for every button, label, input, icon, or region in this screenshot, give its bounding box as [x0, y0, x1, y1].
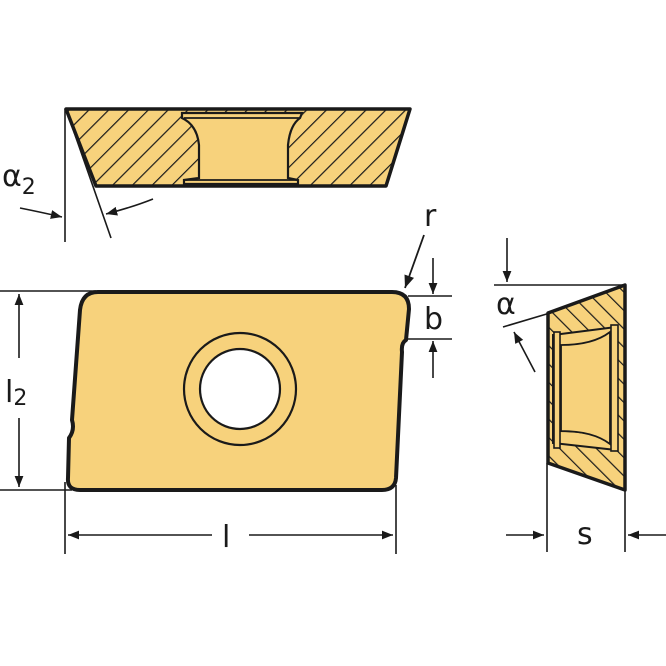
alpha-arrow-bottom: [513, 331, 536, 373]
top-section-view: α2: [2, 107, 412, 242]
alpha2-flank-line: [65, 108, 112, 239]
l2-label: l2: [5, 375, 27, 411]
b-label: b: [424, 302, 443, 337]
alpha2-label: α2: [2, 159, 36, 200]
front-plan-view: l2 l r b: [0, 199, 452, 555]
alpha-label: α: [496, 287, 516, 322]
mounting-hole: [198, 347, 282, 431]
r-leader: [404, 234, 425, 289]
s-label: s: [577, 517, 593, 552]
side-section-view: α s: [494, 238, 666, 552]
l-label: l: [222, 520, 230, 555]
alpha2-arrow-left: [19, 207, 63, 219]
r-label: r: [424, 199, 437, 234]
section-bore: [180, 111, 304, 186]
alpha2-arrow-right: [105, 198, 154, 216]
